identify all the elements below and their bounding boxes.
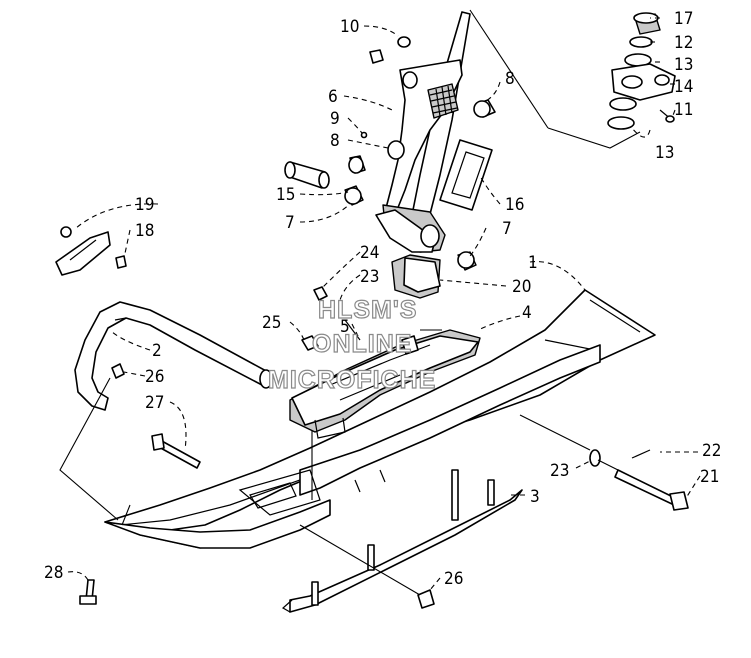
label-14: 14 bbox=[674, 77, 693, 97]
label-23b: 23 bbox=[550, 461, 569, 481]
label-3: 3 bbox=[530, 487, 540, 507]
fasteners bbox=[79, 363, 689, 609]
spindle-saddle bbox=[289, 329, 481, 439]
watermark: HLSM'S ONLINE MICROFICHE bbox=[267, 295, 436, 394]
label-27: 27 bbox=[145, 393, 164, 413]
label-22: 22 bbox=[702, 441, 721, 461]
label-23a: 23 bbox=[360, 267, 379, 287]
label-19: 19 bbox=[135, 195, 154, 215]
label-28: 28 bbox=[44, 563, 63, 583]
label-7b: 7 bbox=[502, 219, 512, 239]
label-17: 17 bbox=[674, 9, 693, 29]
label-4: 4 bbox=[522, 303, 532, 323]
label-10: 10 bbox=[340, 17, 359, 37]
label-20: 20 bbox=[512, 277, 531, 297]
label-11: 11 bbox=[674, 100, 693, 120]
label-16: 16 bbox=[505, 195, 524, 215]
bushings bbox=[284, 36, 496, 355]
steering-arm-hardware bbox=[607, 12, 676, 130]
label-12: 12 bbox=[674, 33, 693, 53]
leader-lines bbox=[59, 9, 701, 596]
label-7a: 7 bbox=[285, 213, 295, 233]
label-9: 9 bbox=[330, 109, 340, 129]
label-8a: 8 bbox=[505, 69, 515, 89]
watermark-line-2: ONLINE bbox=[312, 330, 412, 358]
label-21: 21 bbox=[700, 467, 719, 487]
spindle bbox=[375, 11, 493, 253]
watermark-line-1: HLSM'S bbox=[318, 296, 417, 324]
label-2: 2 bbox=[152, 341, 162, 361]
label-26a: 26 bbox=[145, 367, 164, 387]
label-13b: 13 bbox=[655, 143, 674, 163]
label-24: 24 bbox=[360, 243, 379, 263]
label-5: 5 bbox=[340, 317, 350, 337]
label-26b: 26 bbox=[444, 569, 463, 589]
ski-handle bbox=[74, 301, 273, 411]
wear-bar bbox=[281, 469, 523, 613]
callout-labels: 10 17 12 13 14 11 13 8 6 9 8 15 7 16 7 1… bbox=[44, 9, 721, 589]
shock-bracket bbox=[55, 226, 127, 276]
label-8b: 8 bbox=[330, 131, 340, 151]
label-1: 1 bbox=[528, 253, 538, 273]
label-18: 18 bbox=[135, 221, 154, 241]
label-15: 15 bbox=[276, 185, 295, 205]
watermark-line-3: MICROFICHE bbox=[268, 366, 436, 394]
label-6: 6 bbox=[328, 87, 338, 107]
label-13a: 13 bbox=[674, 55, 693, 75]
label-25: 25 bbox=[262, 313, 281, 333]
